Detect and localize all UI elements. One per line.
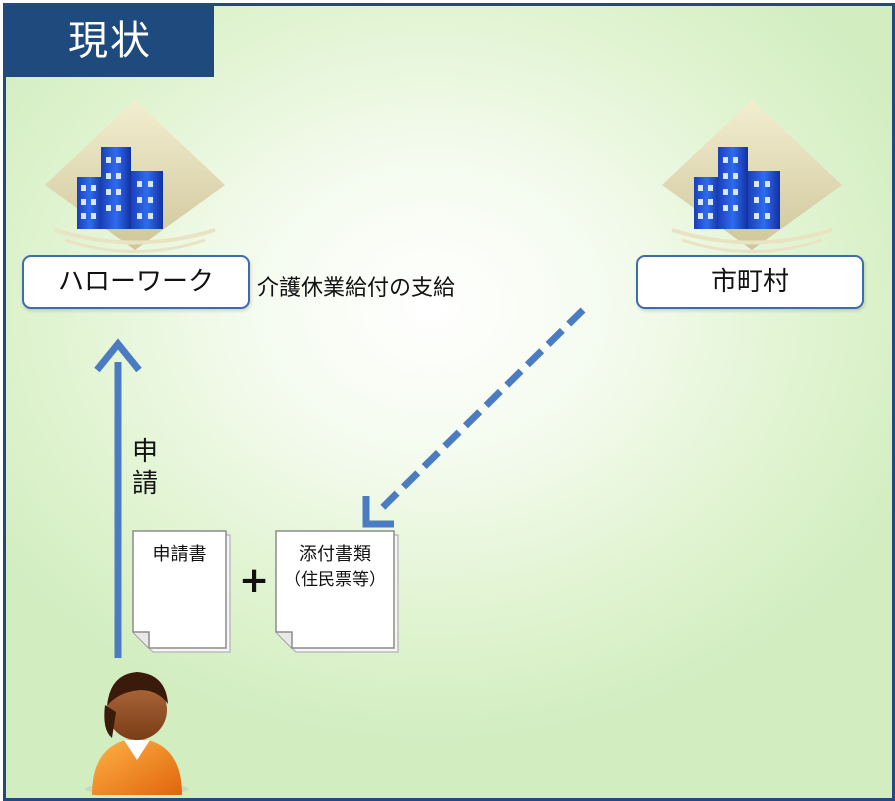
applicant-person-icon	[85, 672, 189, 795]
building-icon	[662, 100, 842, 253]
application-form-label: 申請書	[152, 544, 207, 565]
application-arrow	[94, 338, 142, 658]
application-label: 申請	[132, 437, 159, 499]
building-icon	[45, 100, 225, 253]
page-title: 現状	[6, 6, 214, 77]
plus-sign: +	[239, 560, 270, 601]
attachment-flow-arrow	[362, 307, 586, 528]
municipality-box: 市町村	[636, 255, 864, 309]
application-form-icon	[132, 530, 231, 653]
attachments-label-line2: （住民票等）	[284, 570, 386, 590]
attachments-label-line1: 添付書類	[299, 544, 371, 565]
attachments-document-icon	[275, 530, 399, 653]
hello-work-box: ハローワーク	[22, 255, 250, 309]
benefit-payment-label: 介護休業給付の支給	[257, 276, 456, 301]
